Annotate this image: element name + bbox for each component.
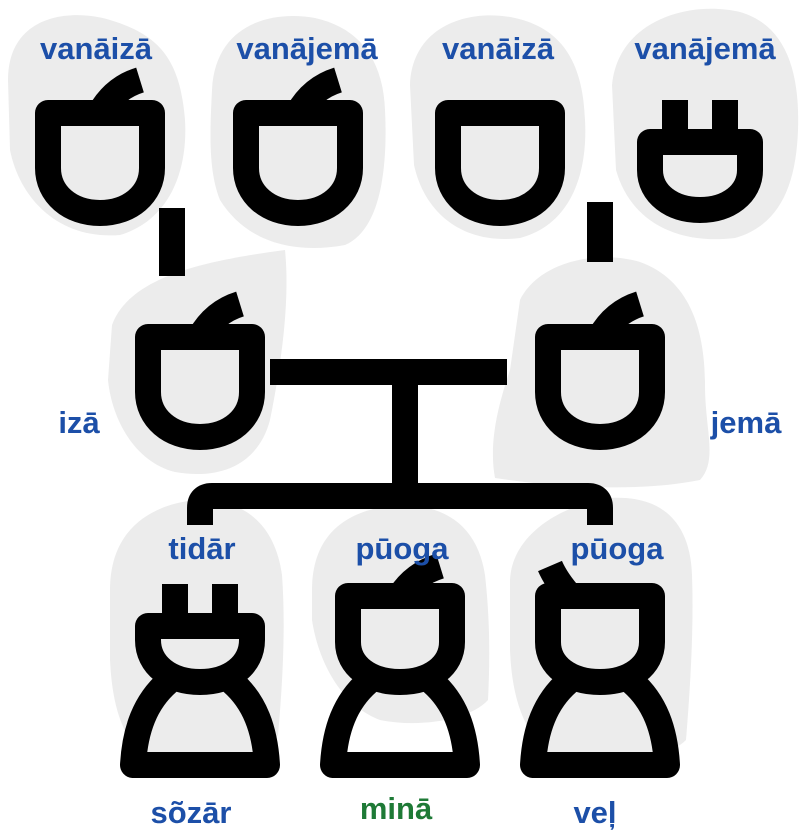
label-maternal-grandfather: vanāizā <box>441 31 555 66</box>
label-child-3-relation: pūoga <box>570 531 664 566</box>
label-child-1-name: sõzār <box>150 795 232 830</box>
label-child-2-relation: pūoga <box>355 531 449 566</box>
male-figure-icon <box>520 560 680 778</box>
female-figure-icon <box>637 100 763 223</box>
female-figure-icon <box>120 584 280 778</box>
silhouette-mother <box>492 257 710 488</box>
label-maternal-grandmother: vanājemā <box>634 31 776 66</box>
connector-children-bar <box>187 483 613 525</box>
male-figure-icon <box>435 100 565 226</box>
male-figure-icon <box>233 67 363 226</box>
label-child-2-name: minā <box>359 791 433 826</box>
connectors <box>159 202 613 525</box>
label-child-3-name: veļ <box>573 795 617 830</box>
male-figure-icon <box>135 291 265 450</box>
male-figure-icon <box>35 67 165 226</box>
label-paternal-grandmother: vanājemā <box>236 31 378 66</box>
male-figure-icon <box>320 553 480 778</box>
label-child-1-relation: tidār <box>168 531 236 566</box>
label-mother: jemā <box>710 405 782 440</box>
label-father: izā <box>58 405 100 440</box>
figures <box>35 67 763 778</box>
male-figure-icon <box>535 291 665 450</box>
label-paternal-grandfather: vanāizā <box>39 31 153 66</box>
